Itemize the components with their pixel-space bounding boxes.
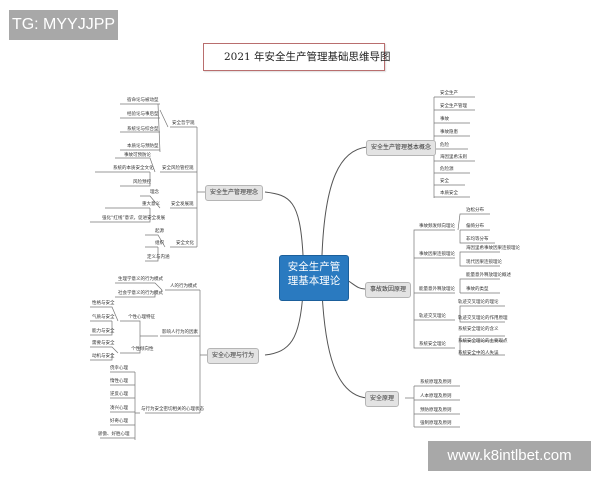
leaf-node[interactable]: 系统安全理论的含义 — [458, 327, 499, 332]
leaf-node[interactable]: 需要与安全 — [92, 341, 115, 346]
leaf-node[interactable]: 重大意义 — [142, 202, 160, 207]
leaf-node[interactable]: 现代因果连锁理论 — [466, 260, 502, 265]
branch-safety-psychology[interactable]: 安全心理与行为 — [207, 348, 260, 364]
sub-node[interactable]: 能量意外释放理论 — [419, 287, 455, 292]
leaf-node[interactable]: 强制原理及原则 — [420, 421, 452, 426]
branch-management-philosophy[interactable]: 安全生产管理理念 — [205, 185, 264, 201]
sub-node[interactable]: 与行为安全密切相关的心理状态 — [141, 407, 204, 412]
leaf-node[interactable]: 组织 — [155, 241, 164, 246]
leaf-node[interactable]: 预防原理及原则 — [420, 408, 452, 413]
leaf-node[interactable]: 人本原理及原则 — [420, 394, 452, 399]
leaf-node[interactable]: 海因里希法则 — [440, 155, 467, 160]
leaf-node[interactable]: 本质论与预防型 — [127, 144, 159, 149]
sub-node[interactable]: 轨迹交叉理论 — [419, 314, 446, 319]
leaf-node[interactable]: 轨迹交叉理论的理论 — [458, 300, 499, 305]
leaf-node[interactable]: 定义与内涵 — [147, 255, 170, 260]
leaf-node[interactable]: 事故可预防论 — [124, 153, 151, 158]
sub-node[interactable]: 安全文化 — [176, 241, 194, 246]
watermark-bottom-right: www.k8intlbet.com — [428, 441, 591, 471]
leaf-node[interactable]: 惰性心理 — [110, 379, 128, 384]
leaf-node[interactable]: 侥幸心理 — [110, 366, 128, 371]
sub-node[interactable]: 安全哲学观 — [172, 121, 195, 126]
leaf-node[interactable]: 泊松分布 — [466, 208, 484, 213]
leaf-node[interactable]: 危险源 — [440, 167, 454, 172]
leaf-node[interactable]: 安全 — [440, 179, 449, 184]
leaf-node[interactable]: 系统安全理论的主要观点 — [458, 339, 508, 344]
sub-sub-node[interactable]: 个性倾向性 — [131, 347, 154, 352]
leaf-node[interactable]: 生理学意义的行为模式 — [118, 277, 163, 282]
diagram-title: 2021 年安全生产管理基础思维导图 — [203, 43, 391, 71]
sub-node[interactable]: 系统安全理论 — [419, 342, 446, 347]
leaf-node[interactable]: 系统安全中的人失误 — [458, 351, 499, 356]
leaf-node[interactable]: 非均等分布 — [466, 237, 489, 242]
leaf-node[interactable]: 轨迹交叉理论的作用原理 — [458, 316, 508, 321]
leaf-node[interactable]: 宿命论与被动型 — [127, 98, 159, 103]
leaf-node[interactable]: 海因里希事故因果连锁理论 — [466, 246, 520, 251]
leaf-node[interactable]: 事故 — [440, 117, 449, 122]
leaf-node[interactable]: 起源 — [155, 229, 164, 234]
center-node-line1: 安全生产管 — [287, 261, 341, 273]
branch-accident-causation[interactable]: 事故致因原理 — [365, 282, 412, 298]
leaf-node[interactable]: 安全生产 — [440, 91, 458, 96]
leaf-node[interactable]: 逆反心理 — [110, 392, 128, 397]
watermark-top-left: TG: MYYJJPP — [9, 10, 118, 40]
leaf-node[interactable]: 系统原理及原则 — [420, 380, 452, 385]
leaf-node[interactable]: 偏倚分布 — [466, 224, 484, 229]
leaf-node[interactable]: 事故隐患 — [440, 130, 458, 135]
sub-node[interactable]: 影响人行为的因素 — [162, 330, 198, 335]
leaf-node[interactable]: 动机与安全 — [92, 354, 115, 359]
branch-safety-principles[interactable]: 安全原理 — [365, 391, 400, 407]
branch-basic-concepts[interactable]: 安全生产管理基本概念 — [366, 140, 437, 156]
leaf-node[interactable]: 能量意外释放理论概述 — [466, 273, 511, 278]
leaf-node[interactable]: 社会学意义的行为模式 — [118, 291, 163, 296]
leaf-node[interactable]: 理念 — [150, 190, 159, 195]
sub-node[interactable]: 事故因果连锁理论 — [419, 252, 455, 257]
leaf-node[interactable]: 系统论与综合型 — [127, 127, 159, 132]
leaf-node[interactable]: 经验论与事后型 — [127, 112, 159, 117]
center-node[interactable]: 安全生产管 理基本理论 — [279, 255, 349, 301]
leaf-node[interactable]: 系统的本质安全文化 — [113, 166, 154, 171]
center-node-line2: 理基本理论 — [287, 275, 341, 287]
leaf-node[interactable]: 好奇心理 — [110, 419, 128, 424]
sub-node[interactable]: 安全发展观 — [171, 202, 194, 207]
leaf-node[interactable]: 本质安全 — [440, 191, 458, 196]
leaf-node[interactable]: 事故的类型 — [466, 287, 489, 292]
sub-node[interactable]: 人的行为模式 — [170, 284, 197, 289]
leaf-node[interactable]: 风险预控 — [133, 180, 151, 185]
leaf-node[interactable]: 凑兴心理 — [110, 406, 128, 411]
sub-sub-node[interactable]: 个性心理特征 — [128, 315, 155, 320]
leaf-node[interactable]: 性格与安全 — [92, 301, 115, 306]
leaf-node[interactable]: 气质与安全 — [92, 315, 115, 320]
leaf-node[interactable]: 强化“红线”意识，促进安全发展 — [102, 216, 166, 221]
sub-node[interactable]: 事故频发倾向理论 — [419, 224, 455, 229]
leaf-node[interactable]: 能力与安全 — [92, 329, 115, 334]
leaf-node[interactable]: 骄傲、好胜心理 — [98, 432, 130, 437]
sub-node[interactable]: 安全风险管控观 — [162, 166, 194, 171]
leaf-node[interactable]: 安全生产管理 — [440, 104, 467, 109]
leaf-node[interactable]: 危险 — [440, 143, 449, 148]
